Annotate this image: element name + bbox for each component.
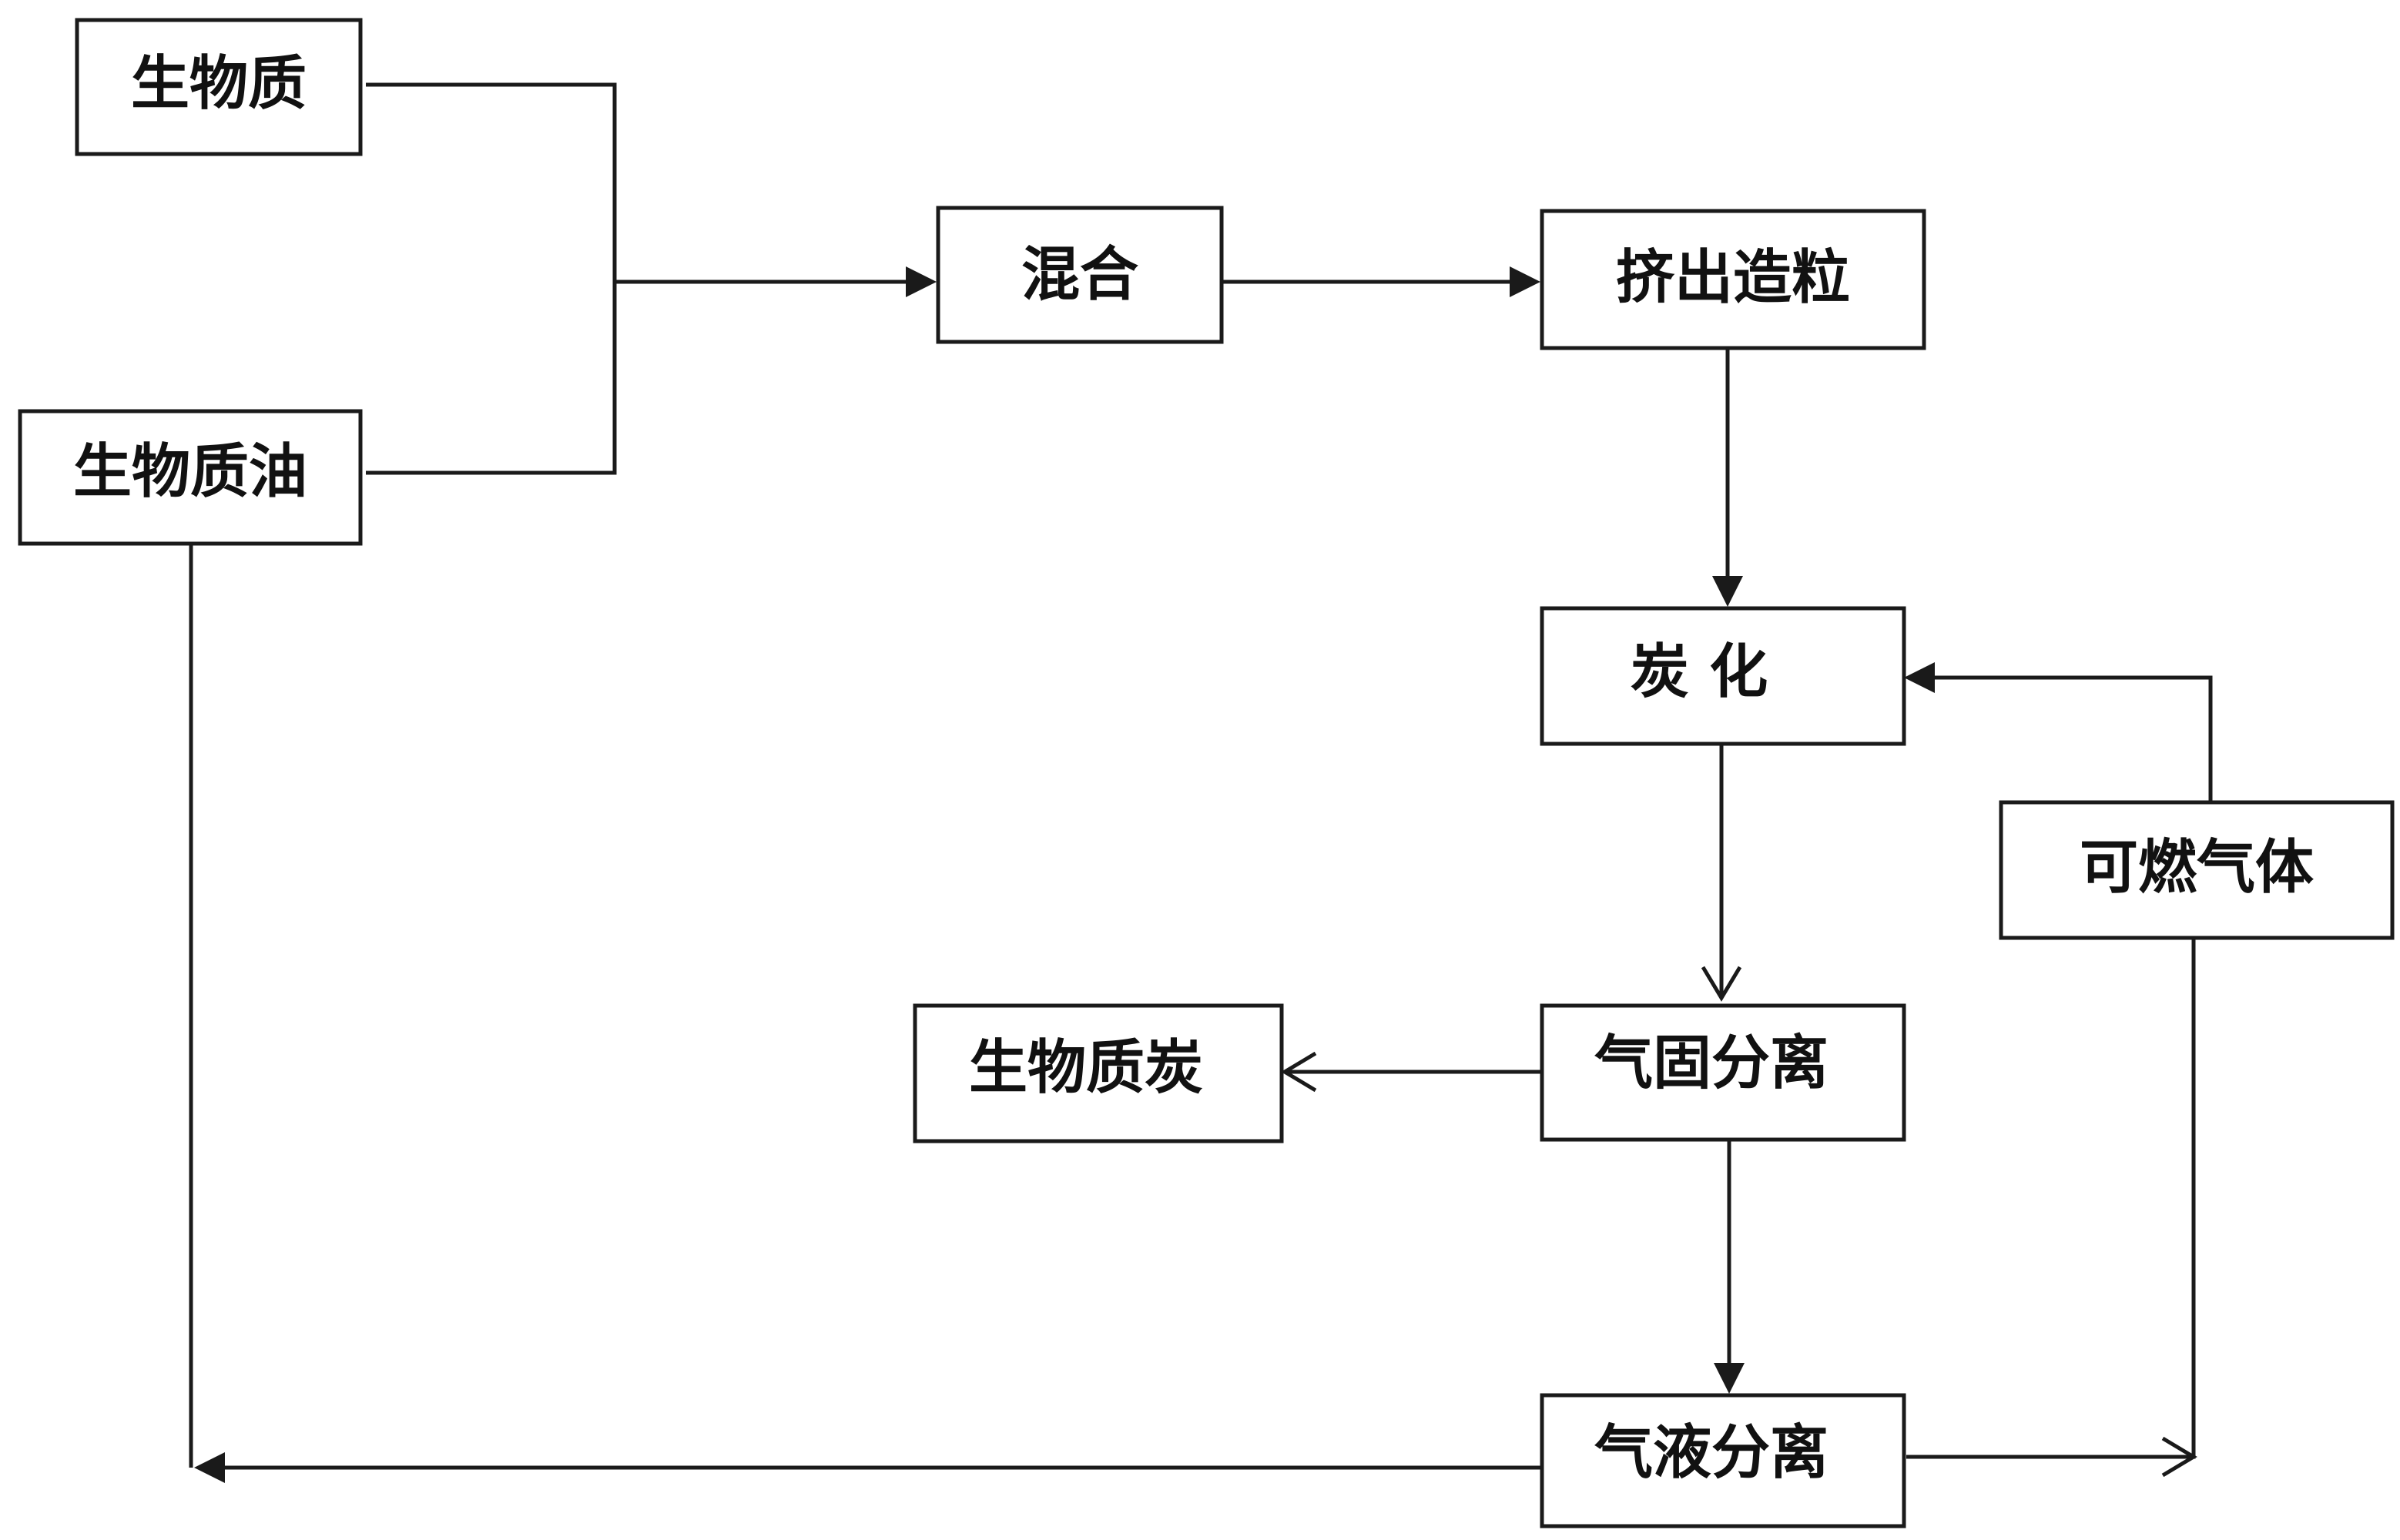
node-extrusion-granulation-label: 挤出造粒 (1616, 243, 1850, 312)
arrowhead-to-biochar (1281, 1051, 1317, 1093)
node-gas-solid-separation-label: 气固分离 (1594, 1029, 1828, 1097)
arrowhead-to-left-return (194, 1452, 225, 1483)
node-biochar: 生物质炭 (913, 1003, 1284, 1143)
node-gas-liquid-separation: 气液分离 (1540, 1393, 1906, 1528)
node-combustible-gas-label: 可燃气体 (2080, 833, 2314, 902)
node-carbonization: 炭 化 (1540, 606, 1906, 746)
arrowhead-to-extrusion (1510, 266, 1540, 297)
arrowhead-to-mixing (906, 266, 937, 297)
node-biomass-label: 生物质 (131, 49, 307, 118)
node-gas-solid-separation: 气固分离 (1540, 1003, 1906, 1142)
node-biomass-oil: 生物质油 (18, 409, 363, 546)
arrowhead-to-gas-liquid (1714, 1363, 1745, 1394)
node-biochar-label: 生物质炭 (969, 1033, 1203, 1102)
node-biomass: 生物质 (75, 18, 363, 156)
edge-biomass-to-junction (366, 82, 617, 282)
node-mixing: 混合 (936, 206, 1224, 344)
edge-combustible-gas-to-carbonization (1932, 675, 2213, 802)
arrowhead-to-combustible-gas-return (2161, 1436, 2197, 1478)
node-mixing-label: 混合 (1021, 240, 1138, 309)
node-gas-liquid-separation-label: 气液分离 (1594, 1418, 1828, 1487)
node-carbonization-label: 炭 化 (1631, 638, 1768, 706)
node-extrusion-granulation: 挤出造粒 (1540, 209, 1926, 350)
arrowhead-gas-to-carbonization (1904, 662, 1935, 693)
edge-biomass-oil-to-junction (366, 282, 617, 475)
arrowhead-to-gas-solid (1701, 966, 1742, 1002)
node-biomass-oil-label: 生物质油 (73, 437, 307, 506)
edge-gas-liquid-to-combustible-gas (1906, 938, 2196, 1459)
node-combustible-gas: 可燃气体 (1999, 800, 2395, 940)
arrowhead-to-carbonization (1712, 576, 1743, 607)
